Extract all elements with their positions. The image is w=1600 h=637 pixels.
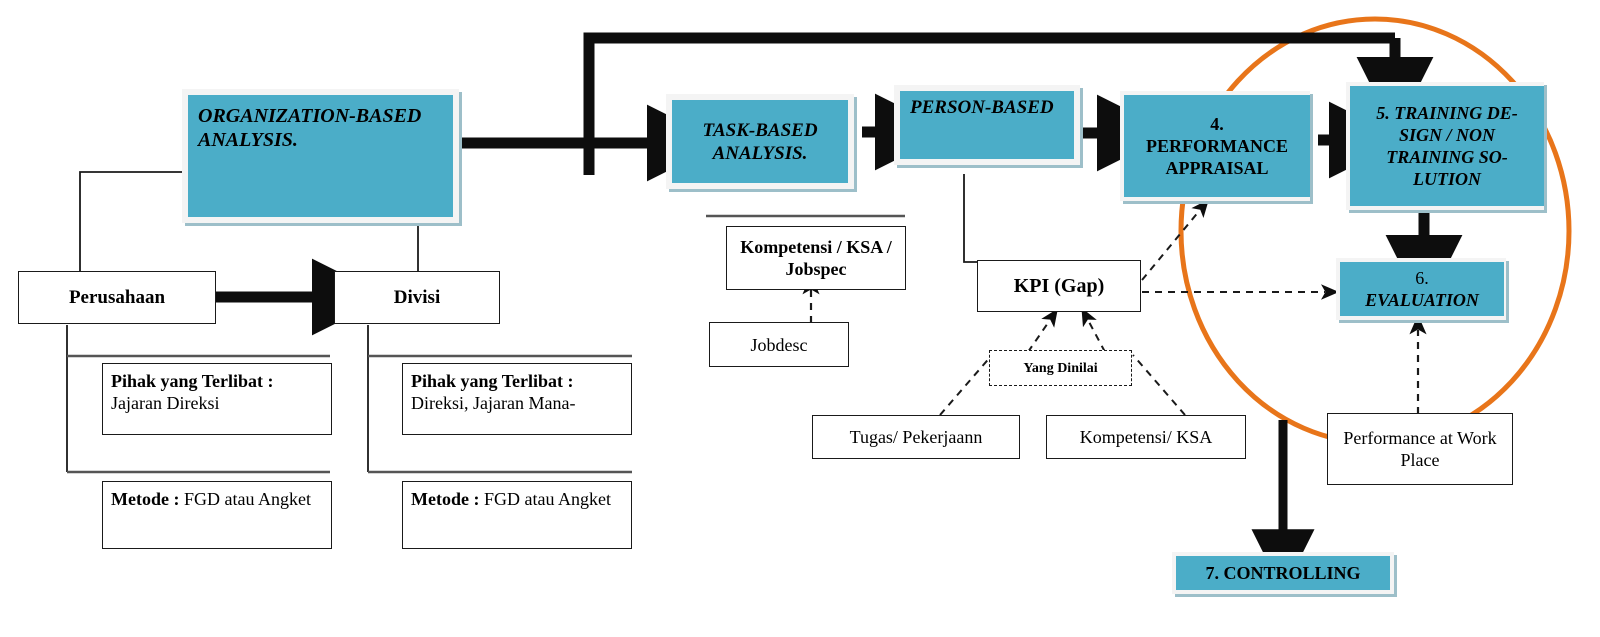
box-perusahaan-metode-text: Metode : FGD atau Angket: [103, 482, 331, 510]
box-task-based-analysis-label: TASK-BASED ANALYSIS.: [702, 119, 818, 164]
box-evaluation[interactable]: 6. EVALUATION: [1340, 262, 1504, 316]
box-divisi-metode-text: Metode : FGD atau Angket: [403, 482, 631, 510]
perusahaan-metode-value: FGD atau Angket: [183, 489, 311, 509]
line-person-to-kpi: [963, 174, 1135, 263]
box-yang-dinilai-label: Yang Dinilai: [1023, 360, 1098, 376]
box-divisi[interactable]: Divisi: [334, 271, 500, 324]
perusahaan-metode-label: Metode :: [111, 489, 180, 509]
box-perusahaan-pihak[interactable]: Pihak yang Terlibat : Jajaran Direksi: [102, 363, 332, 435]
box-evaluation-text: 6. EVALUATION: [1340, 267, 1504, 311]
divisi-metode-label: Metode :: [411, 489, 480, 509]
box-jobdesc[interactable]: Jobdesc: [709, 322, 849, 367]
box-person-based-label: PERSON-BASED: [910, 97, 1054, 118]
box-performance-at-work-place-label: Performance at Work Place: [1343, 428, 1497, 470]
dashed-kpi-to-appraisal: [1141, 199, 1209, 281]
box-divisi-pihak-text: Pihak yang Terlibat : Direksi, Jajaran M…: [403, 364, 631, 414]
dashed-yangdinilai-to-kpi-left: [1027, 308, 1058, 353]
box-performance-appraisal-text: 4. PERFORMANCE APPRAISAL: [1124, 113, 1310, 179]
dashed-tugas-to-yangdinilai: [939, 354, 993, 416]
box-performance-at-work-place[interactable]: Performance at Work Place: [1327, 413, 1513, 485]
box-evaluation-number: 6.: [1415, 268, 1429, 288]
box-perusahaan[interactable]: Perusahaan: [18, 271, 216, 324]
box-perusahaan-label: Perusahaan: [68, 287, 166, 308]
box-kompetensi-ksa-jobspec[interactable]: Kompetensi / KSA / Jobspec: [726, 226, 906, 290]
divisi-metode-value: FGD atau Angket: [483, 489, 611, 509]
divisi-pihak-label: Pihak yang Terlibat :: [411, 371, 574, 391]
box-performance-appraisal[interactable]: 4. PERFORMANCE APPRAISAL: [1124, 95, 1310, 197]
box-performance-appraisal-label: PERFORMANCE APPRAISAL: [1146, 136, 1288, 178]
line-org-to-perusahaan: [79, 171, 190, 272]
box-kompetensi-ksa-label: Kompetensi/ KSA: [1079, 427, 1213, 447]
box-perusahaan-metode[interactable]: Metode : FGD atau Angket: [102, 481, 332, 549]
box-kompetensi-ksa[interactable]: Kompetensi/ KSA: [1046, 415, 1246, 459]
box-person-based[interactable]: PERSON-BASED: [900, 91, 1074, 159]
box-tugas-pekerjaan-label: Tugas/ Pekerjaann: [849, 427, 983, 447]
box-controlling-label: 7. CONTROLLING: [1205, 563, 1361, 583]
box-kompetensi-ksa-jobspec-label: Kompetensi / KSA / Jobspec: [740, 237, 892, 279]
dashed-yangdinilai-to-kpi-right: [1081, 307, 1106, 353]
box-tugas-pekerjaan[interactable]: Tugas/ Pekerjaann: [812, 415, 1020, 459]
box-kpi-gap[interactable]: KPI (Gap): [977, 260, 1141, 312]
box-training-design-label: 5. TRAINING DE-SIGN / NON TRAINING SO-LU…: [1376, 103, 1518, 189]
box-divisi-metode[interactable]: Metode : FGD atau Angket: [402, 481, 632, 549]
box-performance-appraisal-number: 4.: [1210, 114, 1224, 134]
box-yang-dinilai[interactable]: Yang Dinilai: [989, 350, 1132, 386]
box-divisi-pihak[interactable]: Pihak yang Terlibat : Direksi, Jajaran M…: [402, 363, 632, 435]
box-organization-based-analysis[interactable]: ORGANIZATION-BASED ANALYSIS.: [188, 95, 453, 217]
perusahaan-pihak-value: Jajaran Direksi: [111, 393, 220, 413]
box-kpi-gap-label: KPI (Gap): [1013, 275, 1105, 297]
perusahaan-pihak-label: Pihak yang Terlibat :: [111, 371, 274, 391]
divisi-pihak-value: Direksi, Jajaran Mana-: [411, 393, 576, 413]
dashed-kompetensi-to-yangdinilai: [1132, 354, 1186, 416]
box-evaluation-label: EVALUATION: [1365, 290, 1479, 310]
box-jobdesc-label: Jobdesc: [750, 334, 808, 355]
box-task-based-analysis[interactable]: TASK-BASED ANALYSIS.: [672, 100, 848, 183]
feedback-top-line: [583, 32, 1395, 175]
box-training-design[interactable]: 5. TRAINING DE-SIGN / NON TRAINING SO-LU…: [1350, 86, 1544, 206]
box-organization-based-analysis-label: ORGANIZATION-BASED ANALYSIS.: [198, 105, 422, 151]
box-controlling[interactable]: 7. CONTROLLING: [1176, 556, 1390, 590]
box-perusahaan-pihak-text: Pihak yang Terlibat : Jajaran Direksi: [103, 364, 331, 414]
box-divisi-label: Divisi: [393, 287, 441, 308]
